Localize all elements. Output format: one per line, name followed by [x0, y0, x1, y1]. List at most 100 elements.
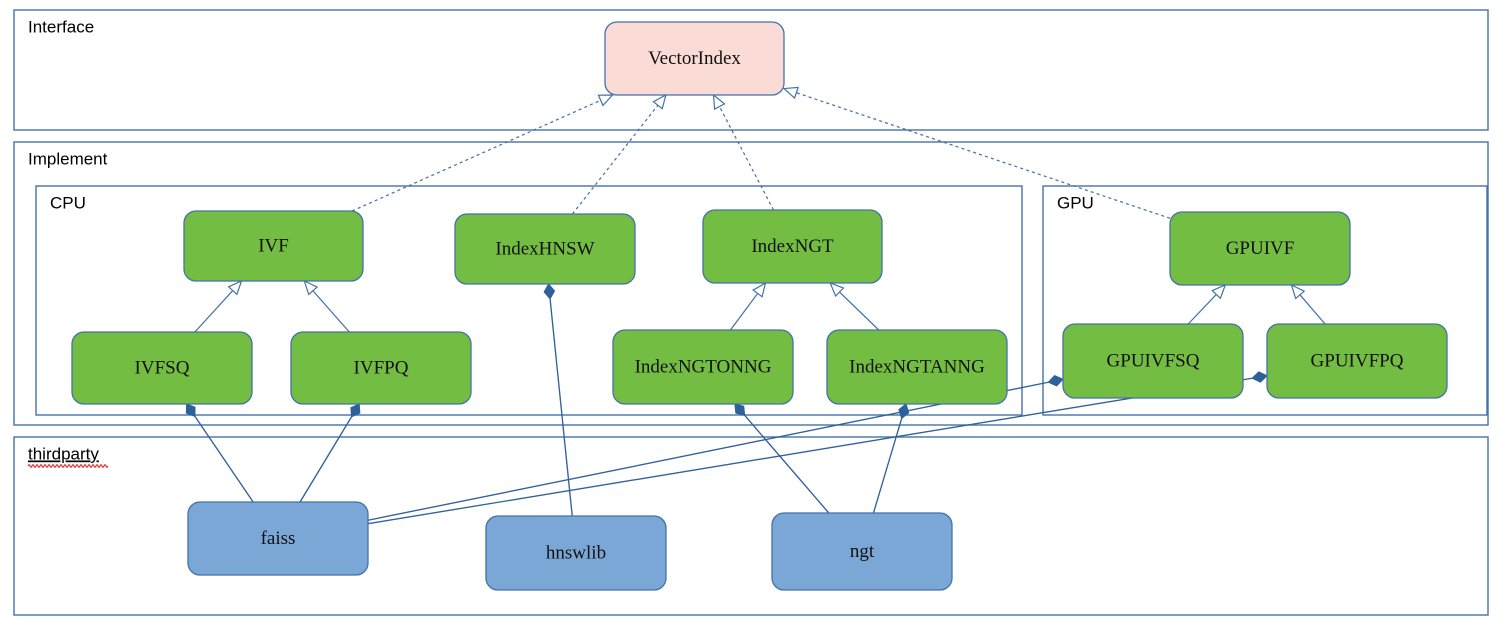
node-faiss[interactable]: faiss	[187, 501, 369, 576]
node-vectorindex[interactable]: VectorIndex	[604, 21, 785, 96]
edge-line-generalization	[194, 290, 234, 333]
node-label-indexngtanng: IndexNGTANNG	[849, 356, 985, 377]
edge-faiss-to-gpuivfsq	[367, 375, 1064, 521]
node-box-ivf[interactable]	[183, 210, 364, 282]
edge-line-realization	[718, 106, 775, 211]
edge-hnswlib-to-indexhnsw	[543, 283, 573, 517]
edge-line-composition	[872, 418, 903, 514]
node-indexngt[interactable]: IndexNGT	[702, 209, 883, 284]
edge-line-composition	[299, 416, 353, 503]
node-label-gpuivfpq: GPUIVFPQ	[1311, 350, 1404, 371]
node-ivfpq[interactable]: IVFPQ	[290, 331, 472, 405]
edge-faiss-to-ivfsq	[185, 403, 254, 503]
node-label-faiss: faiss	[261, 528, 296, 549]
edge-line-composition	[549, 298, 573, 517]
node-gpuivfsq[interactable]: GPUIVFSQ	[1062, 323, 1244, 399]
generalization-arrowhead-icon	[1290, 283, 1306, 300]
edge-line-realization	[571, 104, 659, 215]
generalization-arrowhead-icon	[303, 279, 319, 296]
node-label-indexhnsw: IndexHNSW	[495, 238, 594, 259]
container-label-cpu: CPU	[50, 193, 86, 212]
edge-line-generalization	[1299, 294, 1326, 325]
node-indexngtonng[interactable]: IndexNGTONNG	[612, 329, 794, 405]
edge-indexngtanng-to-indexngt	[829, 281, 880, 331]
edge-faiss-to-ivfpq	[299, 403, 361, 503]
edge-ngt-to-indexngtonng	[734, 403, 830, 514]
edge-ivfpq-to-ivf	[303, 279, 350, 333]
container-label-implement: Implement	[28, 149, 108, 168]
edge-gpuivfpq-to-gpuivf	[1290, 283, 1326, 325]
node-box-ngt[interactable]	[771, 512, 953, 591]
edge-ivfsq-to-ivf	[194, 279, 243, 333]
node-label-ivfpq: IVFPQ	[354, 357, 409, 378]
edge-line-composition	[194, 416, 254, 503]
node-label-indexngt: IndexNGT	[751, 236, 834, 257]
edge-faiss-to-gpuivfpq	[367, 371, 1268, 525]
node-box-indexngt[interactable]	[702, 209, 883, 284]
composition-diamond-icon	[1251, 371, 1268, 383]
node-label-ngt: ngt	[850, 541, 875, 562]
edge-ngt-to-indexngtanng	[872, 403, 910, 514]
generalization-arrowhead-icon	[752, 281, 767, 298]
node-label-ivfsq: IVFSQ	[135, 357, 190, 378]
edge-line-composition	[367, 377, 1253, 525]
realization-arrowhead-icon	[782, 86, 799, 100]
generalization-arrowhead-icon	[829, 281, 845, 298]
composition-diamond-icon	[734, 403, 746, 417]
composition-diamond-icon	[1047, 375, 1064, 387]
node-box-gpuivf[interactable]	[1169, 211, 1351, 286]
node-indexhnsw[interactable]: IndexHNSW	[454, 213, 636, 285]
edge-line-generalization	[1187, 293, 1217, 325]
node-box-gpuivfpq[interactable]	[1266, 323, 1448, 399]
node-box-ivfpq[interactable]	[290, 331, 472, 405]
edge-gpuivf-to-vectorindex	[782, 86, 1171, 219]
node-box-gpuivfsq[interactable]	[1062, 323, 1244, 399]
node-label-indexngtonng: IndexNGTONNG	[635, 356, 772, 377]
node-box-indexngtanng[interactable]	[826, 329, 1008, 405]
edge-line-composition	[367, 381, 1049, 521]
realization-arrowhead-icon	[652, 93, 667, 110]
edge-gpuivfsq-to-gpuivf	[1187, 283, 1227, 325]
node-label-ivf: IVF	[258, 235, 289, 256]
edge-indexngtonng-to-indexngt	[729, 281, 767, 331]
generalization-arrowhead-icon	[1211, 283, 1227, 300]
node-label-gpuivf: GPUIVF	[1226, 238, 1295, 259]
edges-layer	[185, 86, 1326, 525]
node-ivf[interactable]: IVF	[183, 210, 364, 282]
node-box-ivfsq[interactable]	[71, 331, 253, 405]
spellcheck-underline-thirdparty	[27, 464, 109, 468]
node-box-faiss[interactable]	[187, 501, 369, 576]
node-gpuivfpq[interactable]: GPUIVFPQ	[1266, 323, 1448, 399]
node-box-vectorindex[interactable]	[604, 21, 785, 96]
node-ivfsq[interactable]: IVFSQ	[71, 331, 253, 405]
realization-arrowhead-icon	[712, 93, 726, 111]
edge-line-composition	[744, 414, 830, 514]
composition-diamond-icon	[350, 403, 361, 418]
node-indexngtanng[interactable]: IndexNGTANNG	[826, 329, 1008, 405]
container-label-gpu: GPU	[1057, 193, 1094, 212]
composition-diamond-icon	[185, 403, 196, 418]
edge-ivf-to-vectorindex	[351, 94, 614, 212]
edge-indexngt-to-vectorindex	[712, 93, 775, 211]
node-box-indexngtonng[interactable]	[612, 329, 794, 405]
node-label-vectorindex: VectorIndex	[648, 48, 741, 69]
edge-indexhnsw-to-vectorindex	[571, 93, 667, 215]
container-label-interface: Interface	[28, 17, 94, 36]
node-box-hnswlib[interactable]	[485, 515, 667, 591]
realization-arrowhead-icon	[597, 94, 614, 107]
generalization-arrowhead-icon	[227, 279, 243, 296]
edge-line-generalization	[312, 290, 350, 333]
node-box-indexhnsw[interactable]	[454, 213, 636, 285]
node-label-hnswlib: hnswlib	[546, 542, 606, 563]
edge-line-realization	[351, 99, 601, 212]
node-ngt[interactable]: ngt	[771, 512, 953, 591]
composition-diamond-icon	[898, 403, 910, 420]
edge-line-generalization	[839, 291, 880, 331]
node-hnswlib[interactable]: hnswlib	[485, 515, 667, 591]
node-gpuivf[interactable]: GPUIVF	[1169, 211, 1351, 286]
node-label-gpuivfsq: GPUIVFSQ	[1107, 350, 1200, 371]
edge-line-generalization	[729, 293, 759, 331]
